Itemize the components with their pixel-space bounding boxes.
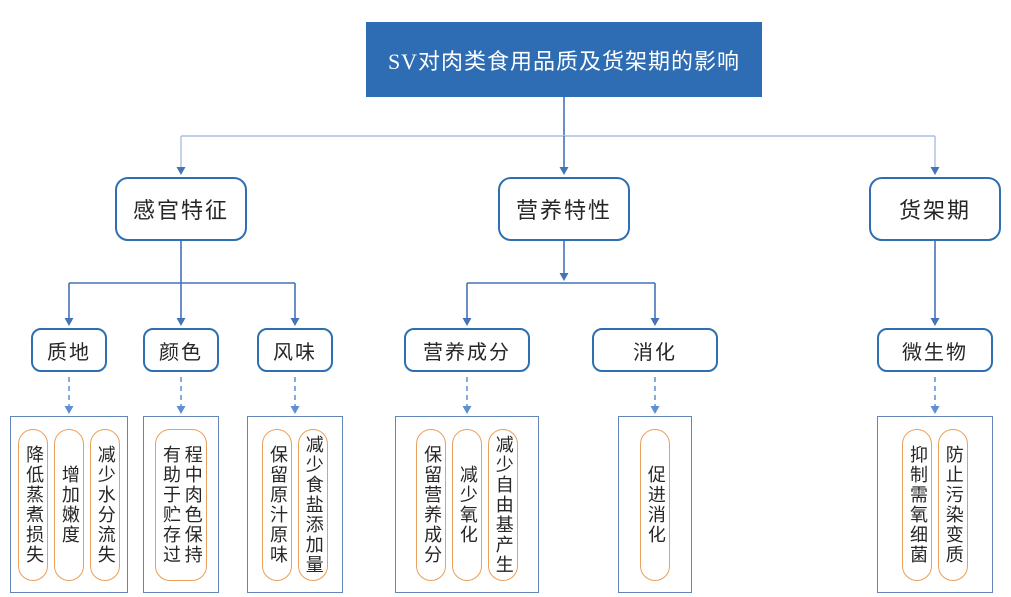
leaf-pill: 有助于贮存过 程中肉色保持 [155, 428, 207, 581]
node-nutrients: 营养成分 [404, 328, 530, 372]
arrowhead [462, 318, 472, 326]
arrowhead [559, 273, 569, 281]
node-sensory: 感官特征 [115, 177, 247, 241]
root-node-title: SV对肉类食用品质及货架期的影响 [366, 22, 762, 97]
leaf-text: 降低蒸煮损失 [24, 444, 45, 565]
leaf-text: 程中肉色保持 [182, 444, 203, 565]
node-texture-label: 质地 [47, 341, 91, 364]
node-shelf-life: 货架期 [869, 177, 1001, 241]
leaf-group-color: 有助于贮存过 程中肉色保持 [143, 416, 219, 593]
leaf-text: 防止污染变质 [943, 444, 964, 565]
leaf-group-texture: 降低蒸煮损失 增加嫩度 减少水分流失 [10, 416, 128, 593]
leaf-group-digestion: 促进消化 [618, 416, 692, 593]
node-flavor: 风味 [257, 328, 333, 372]
node-texture: 质地 [31, 328, 107, 372]
leaf-text: 增加嫩度 [59, 464, 80, 545]
leaf-pill: 增加嫩度 [54, 428, 84, 581]
leaf-group-nutrients: 保留营养成分 减少氧化 减少自由基产生 [395, 416, 539, 593]
leaf-pill: 保留营养成分 [416, 428, 447, 581]
node-nutrients-label: 营养成分 [423, 341, 511, 364]
leaf-pill: 减少食盐添加量 [298, 428, 328, 581]
root-node-label: SV对肉类食用品质及货架期的影响 [387, 48, 741, 74]
arrowhead [176, 167, 186, 175]
arrowhead [930, 318, 940, 326]
leaf-text: 有助于贮存过 [161, 444, 181, 565]
arrowhead [176, 318, 186, 326]
leaf-text: 减少自由基产生 [493, 434, 514, 575]
arrowhead [64, 318, 74, 326]
leaf-text: 促进消化 [645, 464, 666, 545]
arrowhead [462, 406, 472, 414]
leaf-pill: 促进消化 [640, 428, 670, 581]
arrowhead [650, 318, 660, 326]
node-digestion-label: 消化 [633, 341, 677, 364]
leaf-text: 减少食盐添加量 [303, 434, 324, 575]
leaf-group-microbe: 抑制需氧细菌 防止污染变质 [877, 416, 993, 593]
node-color: 颜色 [143, 328, 219, 372]
node-digestion: 消化 [592, 328, 718, 372]
node-microbe: 微生物 [877, 328, 993, 372]
arrowhead [176, 406, 186, 414]
arrowhead [290, 318, 300, 326]
leaf-text: 减少水分流失 [95, 444, 116, 565]
arrowhead [650, 406, 660, 414]
leaf-pill: 降低蒸煮损失 [18, 428, 49, 581]
arrowhead [559, 167, 569, 175]
leaf-pill: 保留原汁原味 [262, 428, 292, 581]
node-sensory-label: 感官特征 [132, 198, 229, 223]
arrowhead [290, 406, 300, 414]
leaf-group-flavor: 保留原汁原味 减少食盐添加量 [247, 416, 343, 593]
leaf-pill: 抑制需氧细菌 [902, 428, 932, 581]
node-flavor-label: 风味 [273, 341, 317, 364]
leaf-pill: 防止污染变质 [938, 428, 968, 581]
node-shelf-life-label: 货架期 [898, 198, 971, 223]
leaf-pill: 减少水分流失 [89, 428, 120, 581]
leaf-text: 保留原汁原味 [268, 444, 288, 565]
leaf-text: 减少氧化 [457, 464, 478, 545]
leaf-text: 抑制需氧细菌 [908, 444, 928, 565]
arrowhead [930, 167, 940, 175]
leaf-text: 保留营养成分 [422, 444, 443, 565]
arrowhead [930, 406, 940, 414]
leaf-pill: 减少氧化 [452, 428, 482, 581]
node-microbe-label: 微生物 [902, 341, 968, 364]
leaf-pill: 减少自由基产生 [487, 428, 518, 581]
node-color-label: 颜色 [159, 341, 203, 364]
node-nutrition: 营养特性 [498, 177, 630, 241]
node-nutrition-label: 营养特性 [515, 198, 612, 223]
arrowhead [64, 406, 74, 414]
